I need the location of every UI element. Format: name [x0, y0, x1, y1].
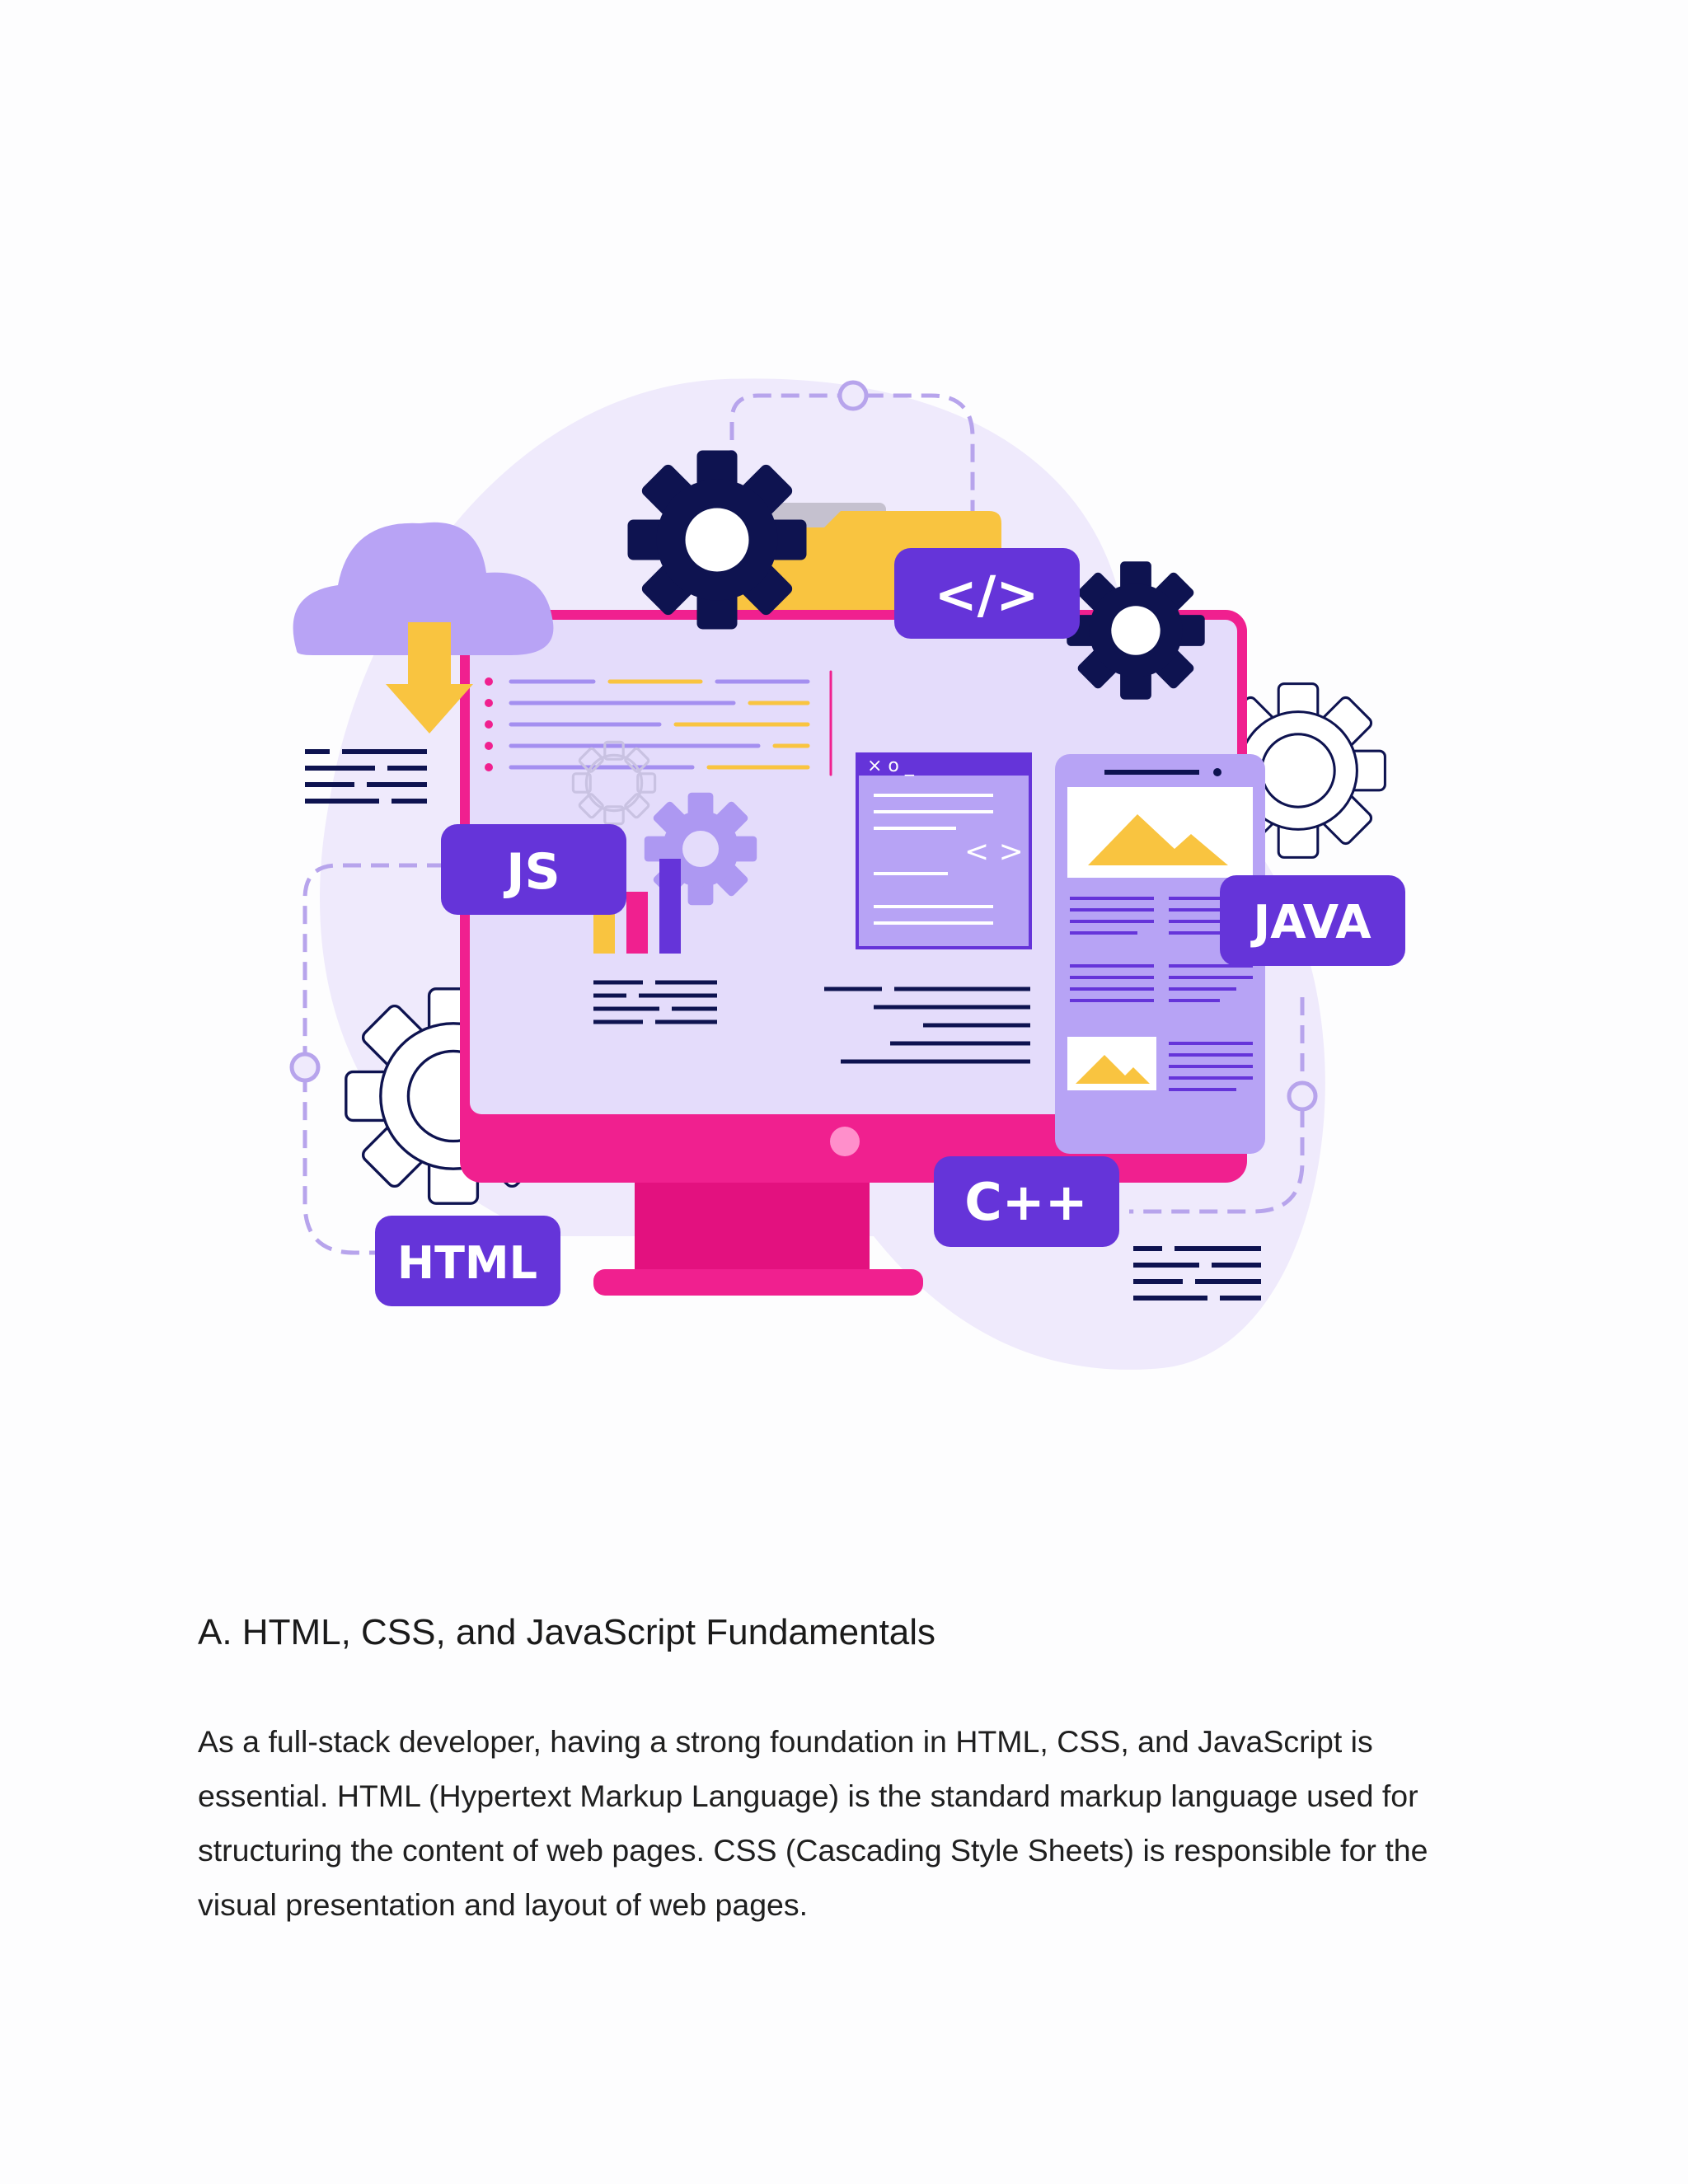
code-symbol: < >: [964, 835, 1024, 869]
dark-gear-large: [627, 450, 807, 630]
tag-js: JS: [441, 824, 626, 915]
connector-nodes: [289, 380, 1318, 1112]
paragraph-line: structuring the content of web pages. CS…: [198, 1833, 1428, 1868]
tag-js-label: JS: [503, 843, 560, 901]
code-lines: [485, 670, 832, 776]
phone: [1055, 754, 1265, 1154]
tag-html-label: HTML: [397, 1237, 537, 1289]
code-window: × o _ < >: [856, 752, 1032, 949]
screen-text-lines: [824, 987, 1030, 1064]
tag-html: HTML: [375, 1216, 560, 1306]
section-heading: A. HTML, CSS, and JavaScript Fundamental…: [198, 1612, 936, 1652]
paragraph-line: essential. HTML (Hypertext Markup Langua…: [198, 1779, 1418, 1813]
web-development-illustration: × o _ < >: [198, 338, 1484, 1426]
tag-code: </>: [894, 548, 1080, 639]
monitor: [460, 610, 1247, 1296]
body-paragraph: As a full-stack developer, having a stro…: [198, 1714, 1517, 1932]
tag-cpp-label: C++: [964, 1172, 1087, 1232]
paragraph-line: As a full-stack developer, having a stro…: [198, 1724, 1373, 1759]
tag-java-label: JAVA: [1250, 896, 1372, 949]
dark-gear-small: [1067, 561, 1205, 700]
window-controls: × o _: [867, 756, 915, 776]
side-text-lines: [305, 749, 1261, 1301]
paragraph-line: visual presentation and layout of web pa…: [198, 1887, 809, 1922]
mini-bar-chart: [593, 859, 717, 1024]
tag-java: JAVA: [1220, 875, 1405, 966]
cloud-icon: [293, 522, 554, 733]
tag-code-label: </>: [935, 565, 1039, 625]
tag-cpp: C++: [934, 1156, 1119, 1247]
light-gear: [644, 792, 757, 906]
